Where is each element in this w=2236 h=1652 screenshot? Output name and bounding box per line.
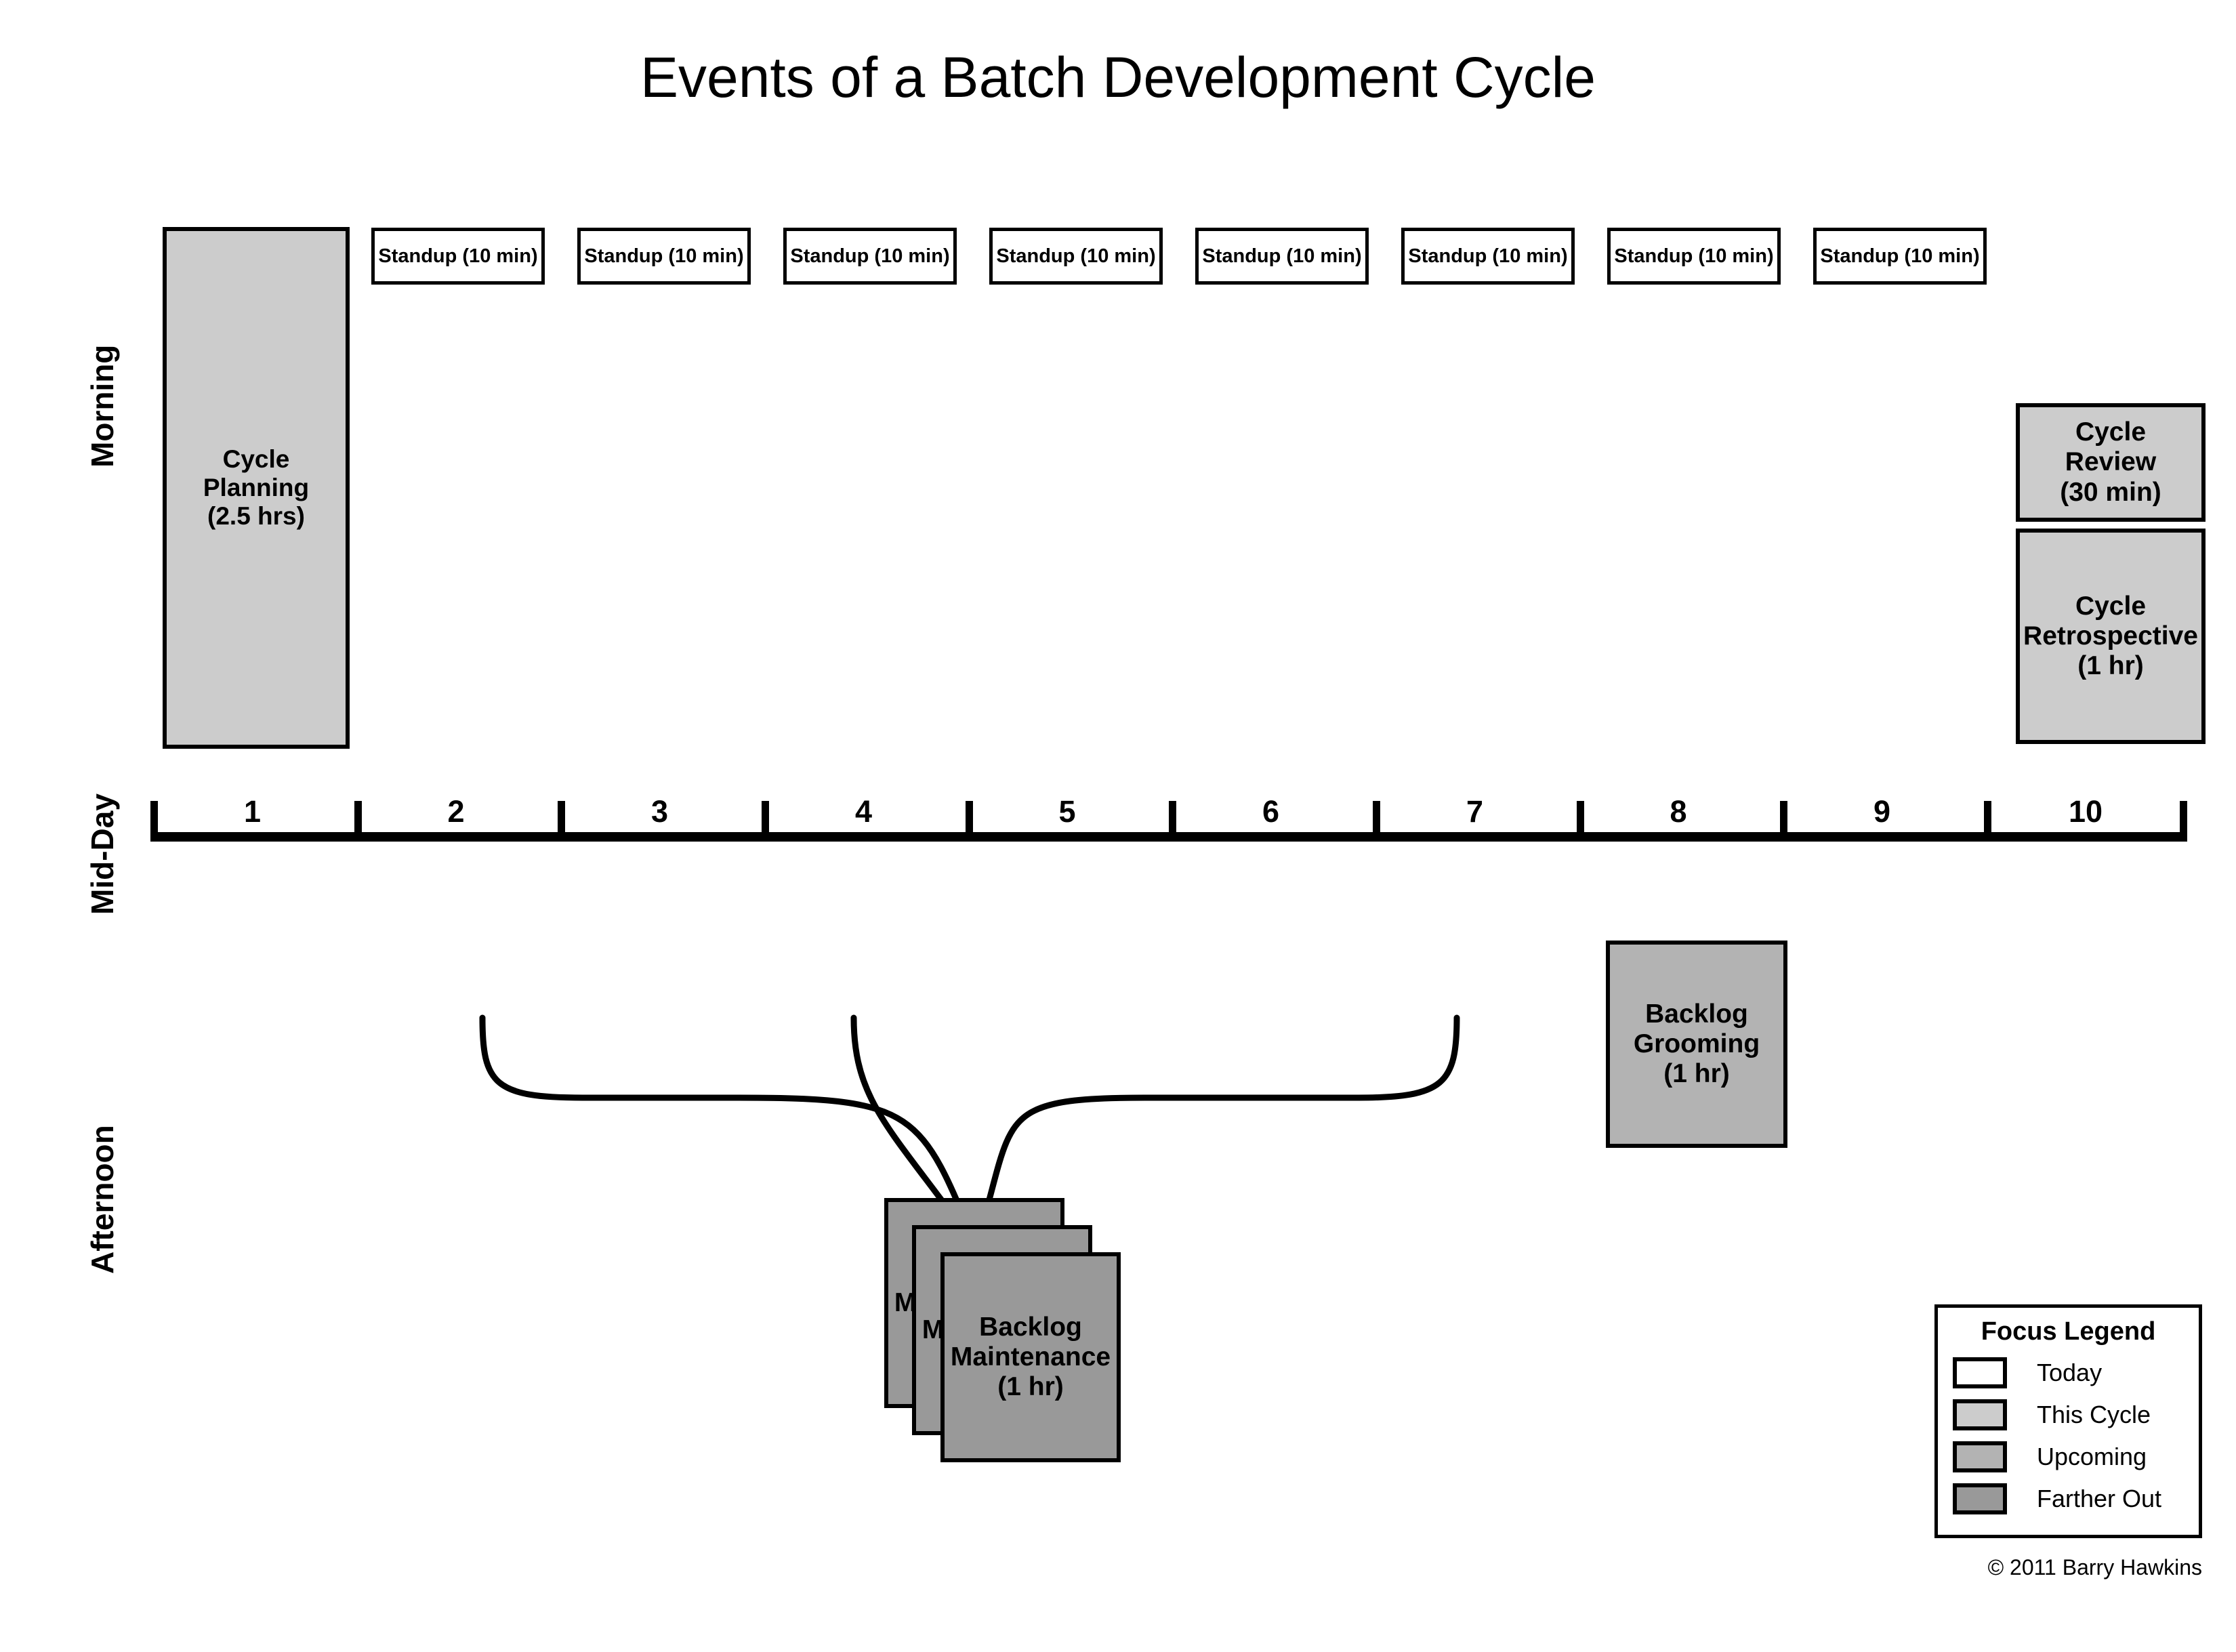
event-label: Standup (10 min) — [790, 245, 950, 267]
timeline-axis-baseline — [150, 832, 2187, 842]
event-label: Standup (10 min) — [584, 245, 744, 267]
event-label: Standup (10 min) — [378, 245, 538, 267]
event-cycle-review[interactable]: Cycle Review (30 min) — [2016, 403, 2206, 522]
event-standup-day4[interactable]: Standup (10 min) — [783, 228, 957, 285]
axis-tick-7 — [1577, 801, 1584, 833]
axis-tick-8 — [1780, 801, 1787, 833]
axis-daylabel-2: 2 — [447, 794, 465, 829]
row-label-midday: Mid-Day — [85, 793, 120, 915]
event-cycle-retrospective[interactable]: Cycle Retrospective (1 hr) — [2016, 529, 2206, 744]
row-label-afternoon: Afternoon — [85, 1125, 120, 1274]
axis-daylabel-10: 10 — [2068, 794, 2103, 829]
legend-title: Focus Legend — [1981, 1317, 2156, 1346]
axis-daylabel-1: 1 — [243, 794, 262, 829]
event-label: Cycle Review (30 min) — [2060, 417, 2161, 507]
axis-daylabel-4: 4 — [854, 794, 873, 829]
axis-daylabel-3: 3 — [650, 794, 669, 829]
legend-label: This Cycle — [2037, 1401, 2151, 1428]
row-label-morning: Morning — [85, 344, 120, 468]
axis-tick-0 — [150, 801, 158, 833]
focus-legend: Focus Legend Today This Cycle Upcoming F… — [1934, 1304, 2202, 1538]
axis-tick-4 — [966, 801, 973, 833]
event-label: Cycle Planning (2.5 hrs) — [203, 445, 310, 530]
legend-swatch-today — [1953, 1357, 2007, 1388]
axis-daylabel-7: 7 — [1466, 794, 1484, 829]
event-label: Cycle Retrospective (1 hr) — [2023, 591, 2198, 681]
event-label: Standup (10 min) — [1820, 245, 1980, 267]
event-standup-day3[interactable]: Standup (10 min) — [577, 228, 751, 285]
event-cycle-planning[interactable]: Cycle Planning (2.5 hrs) — [163, 227, 350, 749]
legend-item-farther-out[interactable]: Farther Out — [1938, 1483, 2199, 1514]
axis-tick-2 — [558, 801, 565, 833]
axis-tick-5 — [1169, 801, 1176, 833]
event-standup-day8[interactable]: Standup (10 min) — [1607, 228, 1781, 285]
event-label: Standup (10 min) — [1614, 245, 1774, 267]
event-label: Backlog Grooming (1 hr) — [1633, 999, 1760, 1089]
event-standup-day9[interactable]: Standup (10 min) — [1813, 228, 1987, 285]
event-label: Standup (10 min) — [1408, 245, 1568, 267]
event-standup-day6[interactable]: Standup (10 min) — [1195, 228, 1369, 285]
legend-swatch-upcoming — [1953, 1441, 2007, 1472]
event-backlog-grooming[interactable]: Backlog Grooming (1 hr) — [1606, 941, 1787, 1148]
legend-item-today[interactable]: Today — [1938, 1357, 2199, 1388]
legend-swatch-this-cycle — [1953, 1399, 2007, 1430]
axis-daylabel-5: 5 — [1058, 794, 1076, 829]
legend-label: Upcoming — [2037, 1443, 2147, 1470]
axis-tick-3 — [762, 801, 769, 833]
axis-daylabel-9: 9 — [1873, 794, 1891, 829]
axis-tick-1 — [354, 801, 362, 833]
axis-tick-6 — [1373, 801, 1380, 833]
legend-label: Farther Out — [2037, 1485, 2162, 1512]
axis-daylabel-8: 8 — [1670, 794, 1687, 829]
copyright-notice: © 2011 Barry Hawkins — [1987, 1555, 2202, 1579]
page-title: Events of a Batch Development Cycle — [640, 45, 1596, 109]
legend-swatch-farther-out — [1953, 1483, 2007, 1514]
event-backlog-maintenance-card-1[interactable]: Backlog Maintenance (1 hr) — [940, 1252, 1121, 1462]
legend-item-upcoming[interactable]: Upcoming — [1938, 1441, 2199, 1472]
axis-daylabel-6: 6 — [1262, 794, 1280, 829]
event-standup-day5[interactable]: Standup (10 min) — [989, 228, 1163, 285]
event-standup-day2[interactable]: Standup (10 min) — [371, 228, 545, 285]
legend-label: Today — [2037, 1359, 2103, 1386]
event-label: Standup (10 min) — [996, 245, 1156, 267]
axis-tick-10 — [2180, 801, 2187, 833]
axis-tick-9 — [1984, 801, 1991, 833]
event-standup-day7[interactable]: Standup (10 min) — [1401, 228, 1575, 285]
event-label: Standup (10 min) — [1202, 245, 1362, 267]
event-label: Backlog Maintenance (1 hr) — [950, 1312, 1111, 1402]
legend-item-this-cycle[interactable]: This Cycle — [1938, 1399, 2199, 1430]
